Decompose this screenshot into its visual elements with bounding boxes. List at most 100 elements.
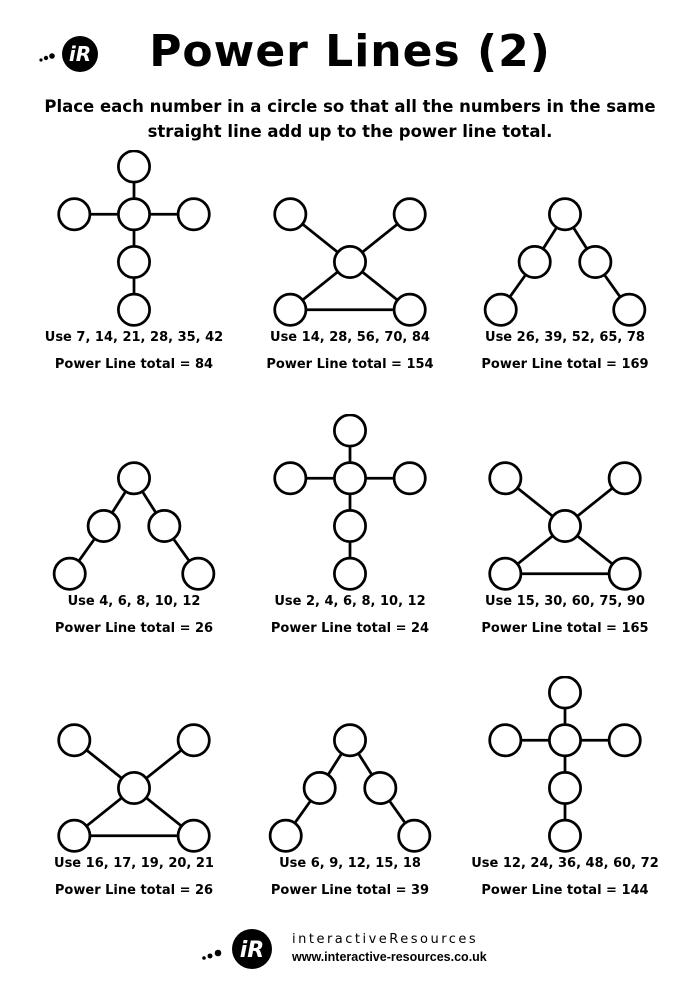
number-circle[interactable]: [607, 723, 642, 758]
number-circle[interactable]: [578, 245, 613, 280]
page-title: Power Lines (2): [149, 26, 551, 77]
number-circle[interactable]: [333, 245, 367, 280]
number-circle[interactable]: [392, 197, 427, 232]
ir-logo: iR: [39, 36, 98, 72]
power-line: [110, 490, 127, 514]
power-line-total: Power Line total = 26: [54, 883, 214, 898]
number-circle[interactable]: [117, 150, 151, 184]
power-line-total: Power Line total = 165: [481, 621, 649, 636]
power-line-total: Power Line total = 26: [54, 621, 214, 636]
use-numbers: Use 12, 24, 36, 48, 60, 72: [471, 856, 659, 871]
number-circle[interactable]: [548, 509, 582, 544]
website-link[interactable]: www.interactive-resources.co.uk: [292, 950, 487, 964]
number-circle[interactable]: [176, 723, 211, 758]
brand-name: interactiveResources: [292, 932, 479, 947]
number-circle[interactable]: [548, 818, 582, 853]
number-circle[interactable]: [607, 461, 642, 496]
number-circle[interactable]: [117, 245, 151, 280]
number-circle[interactable]: [86, 509, 121, 544]
number-circle[interactable]: [273, 461, 308, 496]
puzzle-3: Use 26, 39, 52, 65, 78 Power Line total …: [465, 150, 665, 372]
use-numbers: Use 6, 9, 12, 15, 18: [279, 856, 421, 871]
power-line-total: Power Line total = 144: [481, 883, 649, 898]
number-circle[interactable]: [488, 723, 523, 758]
number-circle[interactable]: [273, 292, 308, 327]
footer: iR interactiveResources www.interactive-…: [200, 924, 520, 974]
number-circle[interactable]: [607, 556, 642, 591]
use-numbers: Use 2, 4, 6, 8, 10, 12: [274, 594, 426, 609]
power-line: [541, 226, 558, 250]
number-circle[interactable]: [57, 723, 92, 758]
puzzle-diagram: [57, 150, 211, 327]
number-circle[interactable]: [548, 771, 582, 806]
power-line: [357, 752, 374, 776]
power-line: [508, 273, 527, 298]
number-circle[interactable]: [517, 245, 552, 280]
number-circle[interactable]: [548, 723, 582, 758]
number-circle[interactable]: [268, 818, 303, 853]
number-circle[interactable]: [392, 292, 427, 327]
use-numbers: Use 4, 6, 8, 10, 12: [67, 594, 201, 609]
number-circle[interactable]: [333, 461, 367, 496]
puzzle-4: Use 4, 6, 8, 10, 12 Power Line total = 2…: [34, 414, 234, 636]
power-line: [85, 796, 123, 828]
number-circle[interactable]: [273, 197, 308, 232]
number-circle[interactable]: [488, 461, 523, 496]
number-circle[interactable]: [302, 771, 337, 806]
puzzle-diagram: [488, 461, 642, 591]
power-line: [145, 748, 183, 780]
number-circle[interactable]: [117, 771, 151, 806]
number-circle[interactable]: [176, 818, 211, 853]
number-circle[interactable]: [397, 818, 432, 853]
use-numbers: Use 16, 17, 19, 20, 21: [54, 856, 214, 871]
number-circle[interactable]: [548, 676, 582, 710]
puzzle-1: Use 7, 14, 21, 28, 35, 42 Power Line tot…: [34, 150, 234, 372]
number-circle[interactable]: [333, 414, 367, 448]
use-numbers: Use 15, 30, 60, 75, 90: [485, 594, 645, 609]
number-circle[interactable]: [57, 818, 92, 853]
power-line: [85, 748, 123, 780]
number-circle[interactable]: [117, 197, 151, 232]
number-circle[interactable]: [363, 771, 398, 806]
power-line: [141, 490, 158, 514]
number-circle[interactable]: [548, 197, 582, 232]
power-line: [145, 796, 183, 828]
power-line: [361, 270, 399, 302]
number-circle[interactable]: [181, 556, 216, 591]
puzzle-diagram: [57, 723, 211, 853]
power-line-total: Power Line total = 84: [54, 357, 214, 372]
number-circle[interactable]: [57, 197, 92, 232]
number-circle[interactable]: [392, 461, 427, 496]
number-circle[interactable]: [52, 556, 87, 591]
puzzle-2: Use 14, 28, 56, 70, 84 Power Line total …: [250, 150, 450, 372]
power-line-total: Power Line total = 169: [481, 357, 649, 372]
number-circle[interactable]: [612, 292, 647, 327]
power-line: [361, 222, 399, 254]
power-line-total: Power Line total = 24: [270, 621, 430, 636]
number-circle[interactable]: [483, 292, 518, 327]
use-numbers: Use 7, 14, 21, 28, 35, 42: [44, 330, 224, 345]
number-circle[interactable]: [488, 556, 523, 591]
puzzle-diagram: [488, 676, 642, 853]
power-line: [77, 537, 96, 562]
number-circle[interactable]: [117, 461, 151, 496]
number-circle[interactable]: [333, 723, 367, 758]
svg-text:iR: iR: [240, 938, 264, 963]
number-circle[interactable]: [117, 292, 151, 327]
power-line: [572, 226, 589, 250]
number-circle[interactable]: [333, 556, 367, 591]
power-line: [576, 534, 614, 566]
instructions: Place each number in a circle so that al…: [44, 97, 656, 141]
use-numbers: Use 14, 28, 56, 70, 84: [270, 330, 430, 345]
puzzle-5: Use 2, 4, 6, 8, 10, 12 Power Line total …: [250, 414, 450, 636]
number-circle[interactable]: [147, 509, 182, 544]
puzzle-diagram: [268, 723, 432, 853]
number-circle[interactable]: [333, 509, 367, 544]
ir-logo: iR: [202, 929, 272, 969]
power-line: [301, 270, 339, 302]
number-circle[interactable]: [176, 197, 211, 232]
puzzle-diagram: [483, 197, 647, 327]
use-numbers: Use 26, 39, 52, 65, 78: [485, 330, 645, 345]
power-line-total: Power Line total = 39: [270, 883, 430, 898]
power-line: [576, 486, 614, 518]
